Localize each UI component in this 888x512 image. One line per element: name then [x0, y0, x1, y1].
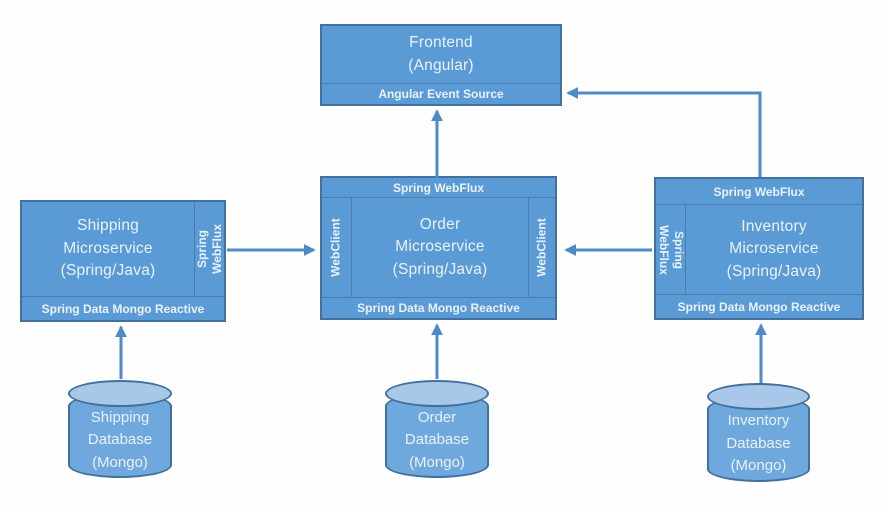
frontend-box: Frontend (Angular) Angular Event Source	[320, 24, 562, 106]
order-webclient-right-label: WebClient	[534, 218, 549, 277]
shipping-mongo-reactive-bar: Spring Data Mongo Reactive	[22, 296, 224, 320]
database-cylinder-top	[385, 380, 489, 407]
arrow-inventory-to-frontend	[566, 87, 762, 177]
order-database-cylinder: Order Database (Mongo)	[385, 380, 489, 478]
database-cylinder-body	[707, 396, 810, 482]
inventory-spring-webflux-bar: Spring WebFlux	[656, 179, 862, 205]
inventory-microservice-body: Spring WebFlux Inventory Microservice (S…	[656, 205, 862, 294]
database-cylinder-body	[385, 393, 489, 478]
shipping-microservice-box: Shipping Microservice (Spring/Java) Spri…	[20, 200, 226, 322]
shipping-database-label: Shipping Database (Mongo)	[87, 408, 153, 471]
order-webclient-left-sidebar: WebClient	[322, 198, 352, 297]
inventory-database-cylinder: Inventory Database (Mongo)	[707, 383, 810, 482]
inventory-microservice-box: Spring WebFlux Spring WebFlux Inventory …	[654, 177, 864, 320]
shipping-microservice-title: Shipping Microservice (Spring/Java)	[60, 217, 156, 280]
inventory-mongo-reactive-bar: Spring Data Mongo Reactive	[656, 294, 862, 318]
order-microservice-box: Spring WebFlux WebClient Order Microserv…	[320, 176, 557, 320]
database-cylinder-top	[707, 383, 810, 410]
inventory-spring-webflux-sidebar: Spring WebFlux	[656, 205, 686, 294]
inventory-spring-webflux-side-label: Spring WebFlux	[656, 224, 686, 275]
frontend-title: Frontend (Angular)	[408, 34, 474, 74]
order-microservice-title: Order Microservice (Spring/Java)	[392, 215, 488, 278]
order-webclient-right-sidebar: WebClient	[528, 198, 555, 297]
order-webclient-left-label: WebClient	[329, 218, 344, 277]
inventory-microservice-title: Inventory Microservice (Spring/Java)	[726, 217, 822, 280]
order-mongo-reactive-bar: Spring Data Mongo Reactive	[322, 297, 555, 318]
shipping-database-cylinder: Shipping Database (Mongo)	[68, 380, 172, 478]
shipping-spring-webflux-sidebar: Spring WebFlux	[194, 202, 224, 296]
shipping-spring-webflux-label: Spring WebFlux	[194, 224, 224, 274]
shipping-microservice-body: Shipping Microservice (Spring/Java) Spri…	[22, 202, 224, 296]
angular-event-source-bar: Angular Event Source	[322, 83, 560, 104]
order-spring-webflux-bar: Spring WebFlux	[322, 178, 555, 198]
order-microservice-body: WebClient Order Microservice (Spring/Jav…	[322, 198, 555, 297]
order-database-label: Order Database (Mongo)	[404, 408, 470, 471]
database-cylinder-top	[68, 380, 172, 407]
inventory-database-label: Inventory Database (Mongo)	[726, 412, 791, 475]
